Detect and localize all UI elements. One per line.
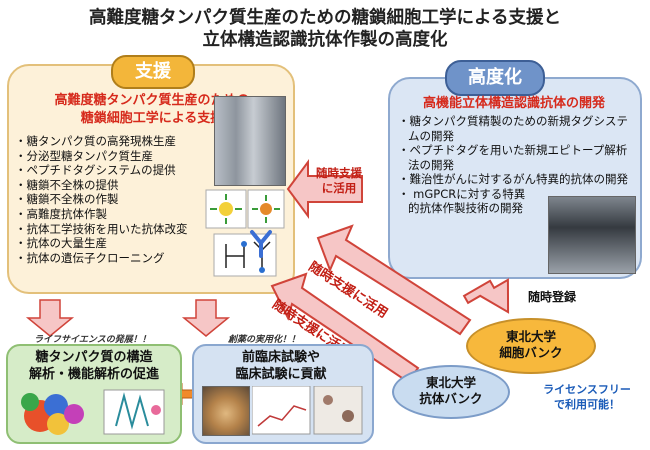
- support-item: ・抗体の大量生産: [15, 236, 107, 251]
- license-line-1: ライセンスフリー: [543, 383, 631, 396]
- advanced-item: ・糖タンパク質精製のための新規タグシステムの開発: [398, 114, 628, 143]
- license-line-2: で利用可能！: [554, 398, 620, 411]
- support-item: ・分泌型糖タンパク質生産: [15, 148, 153, 163]
- outcome-clinical-line-2: 臨床試験に貢献: [235, 367, 327, 382]
- support-label: 支援: [111, 55, 195, 89]
- advanced-label: 高度化: [445, 60, 545, 96]
- title-line-2: 立体構造認識抗体作製の高度化: [202, 30, 448, 50]
- advanced-item: ・ペプチドタグを用いた新規エピトープ解析法の開発: [398, 143, 628, 172]
- antibody-bank: 東北大学 抗体バンク: [392, 365, 510, 419]
- outcome-structure-line-2: 解析・機能解析の促進: [28, 367, 159, 382]
- note-drug-discovery: 創薬の実用化！！: [228, 335, 301, 345]
- cell-bank-line-1: 東北大学: [505, 329, 556, 344]
- support-item: ・糖鎖不全株の作製: [15, 192, 119, 207]
- note-life-science: ライフサイエンスの発展！！: [34, 335, 151, 345]
- small-arrow-label-2: に活用: [321, 181, 357, 195]
- cell-bank-line-2: 細胞バンク: [499, 345, 563, 360]
- license-note: ライセンスフリー で利用可能！: [527, 382, 647, 412]
- cell-bank: 東北大学 細胞バンク: [466, 318, 596, 374]
- small-arrow-label-1: 随時支援: [316, 166, 362, 180]
- support-item: ・抗体の遺伝子クローニング: [15, 250, 165, 265]
- advanced-item: ・難治性がんに対するがん特異的抗体の開発: [398, 172, 628, 186]
- antibody-icon: [250, 230, 272, 258]
- analyzer-equipment-photo: [548, 196, 636, 274]
- support-item: ・抗体工学技術を用いた抗体改変: [15, 221, 188, 236]
- advanced-item-list: ・糖タンパク質精製のための新規タグシステムの開発 ・ペプチドタグを用いた新規エピ…: [398, 114, 630, 216]
- clinical-result-images: [252, 386, 363, 435]
- title-line-1: 高難度糖タンパク質生産のための糖鎖細胞工学による支援と: [89, 8, 561, 28]
- outcome-clinical-line-1: 前臨床試験や: [241, 350, 320, 365]
- advanced-item: ・ mGPCRに対する特異的抗体作製技術の開発: [398, 186, 526, 216]
- register-label: 随時登録: [528, 290, 577, 304]
- support-item: ・糖鎖不全株の提供: [15, 177, 119, 192]
- small-use-arrow: [286, 158, 363, 220]
- dog-photo: [202, 386, 250, 436]
- support-item: ・高難度抗体作製: [15, 206, 107, 221]
- antibody-bank-line-2: 抗体バンク: [419, 391, 483, 406]
- glycan-diagram: [205, 189, 285, 277]
- protein-structure-images: [21, 389, 165, 435]
- outcome-structure-line-1: 糖タンパク質の構造: [35, 350, 153, 365]
- support-item: ・糖タンパク質の高発現株生産: [15, 134, 176, 148]
- support-heading-1: 高難度糖タンパク質生産のための: [54, 93, 250, 108]
- support-item-list: ・糖タンパク質の高発現株生産 ・分泌型糖タンパク質生産 ・ペプチドタグシステムの…: [15, 134, 235, 265]
- antibody-bank-line-1: 東北大学: [425, 375, 476, 390]
- support-item: ・ペプチドタグシステムの提供: [15, 163, 176, 178]
- support-heading-2: 糖鎖細胞工学による支援: [80, 111, 224, 126]
- advanced-heading: 高機能立体構造認識抗体の開発: [422, 96, 605, 111]
- lab-equipment-photo: [214, 96, 286, 186]
